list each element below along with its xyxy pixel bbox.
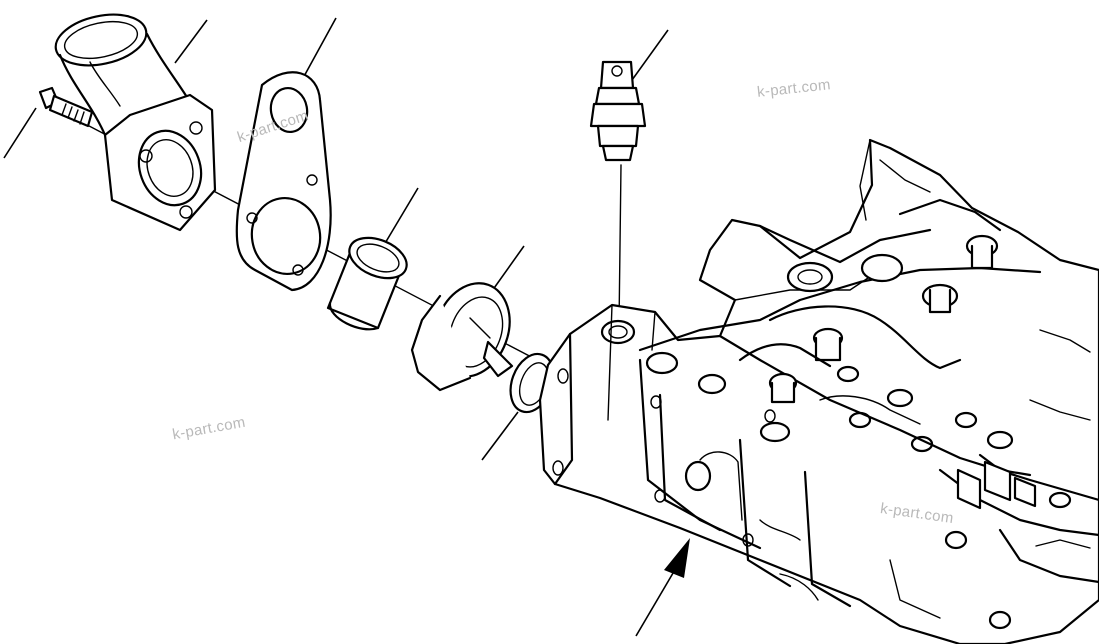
leader-sensor	[631, 29, 669, 81]
leader-cylinder-head	[635, 567, 677, 637]
leader-o-ring	[481, 411, 519, 461]
temperature-sensor	[589, 60, 647, 162]
bolt	[38, 86, 94, 128]
leader-bolt	[3, 107, 37, 159]
gasket	[235, 71, 332, 292]
axis-line-sensor	[618, 164, 622, 327]
leader-gasket	[301, 17, 337, 81]
leader-lines	[3, 17, 690, 637]
cylinder-head	[538, 138, 1099, 644]
arrow-head-icon	[664, 538, 690, 578]
leader-seal-ring	[383, 187, 419, 246]
water-outlet-elbow	[54, 13, 217, 232]
thermostat	[410, 282, 514, 392]
seal-ring	[326, 236, 408, 331]
leader-water-outlet	[174, 19, 208, 64]
